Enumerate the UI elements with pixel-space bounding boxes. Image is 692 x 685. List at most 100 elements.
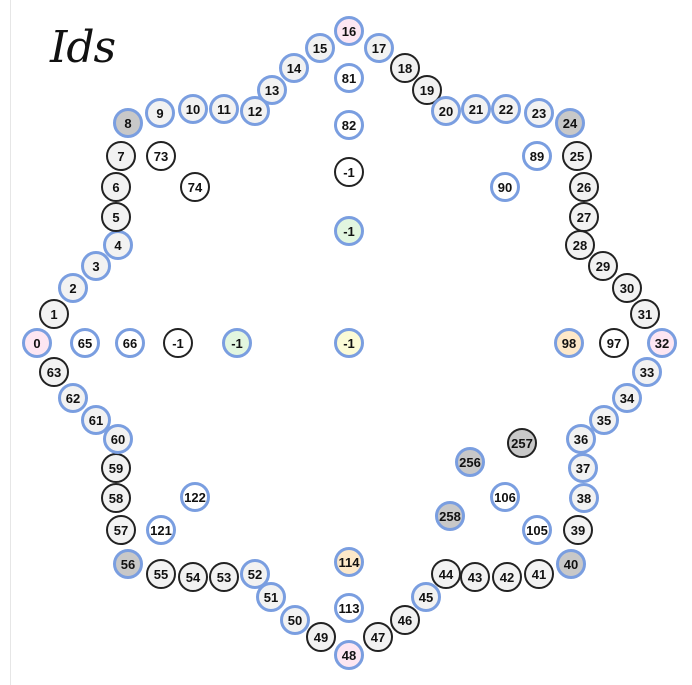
- node-label: 0: [33, 335, 41, 351]
- node-circle: 113: [334, 593, 364, 623]
- node-label: 48: [341, 647, 357, 663]
- node-circle: 48: [334, 640, 364, 670]
- node-circle: 22: [491, 94, 521, 124]
- node-label: 43: [467, 569, 483, 585]
- node-label: 59: [108, 460, 124, 476]
- node-label: 98: [561, 335, 577, 351]
- node-label: 18: [397, 60, 413, 76]
- node-label: 16: [341, 23, 357, 39]
- node-label: 10: [185, 101, 201, 117]
- node-circle: 43: [460, 562, 490, 592]
- node-circle: 44: [431, 559, 461, 589]
- node-label: 28: [572, 237, 588, 253]
- node-circle: 65: [70, 328, 100, 358]
- node-circle: 28: [565, 230, 595, 260]
- node-circle: 50: [280, 605, 310, 635]
- node-label: 21: [468, 101, 484, 117]
- node-circle: 58: [101, 483, 131, 513]
- node-label: 62: [65, 390, 81, 406]
- node-circle: 46: [390, 605, 420, 635]
- node-label: 27: [576, 209, 592, 225]
- node-label: 4: [114, 237, 122, 253]
- node-circle: 41: [524, 559, 554, 589]
- node-label: 65: [77, 335, 93, 351]
- node-label: 47: [370, 629, 386, 645]
- node-label: 11: [217, 101, 231, 117]
- node-label: 61: [88, 412, 104, 428]
- node-label: 8: [124, 115, 132, 131]
- node-label: 53: [216, 569, 232, 585]
- node-label: 257: [511, 435, 533, 451]
- node-circle: 14: [279, 53, 309, 83]
- node-label: 49: [313, 629, 329, 645]
- node-circle: 114: [334, 547, 364, 577]
- node-label: 3: [92, 258, 100, 274]
- node-circle: 97: [599, 328, 629, 358]
- node-circle: 0: [22, 328, 52, 358]
- node-circle: 31: [630, 299, 660, 329]
- node-label: 35: [596, 412, 612, 428]
- node-label: 15: [312, 40, 328, 56]
- node-circle: 24: [555, 108, 585, 138]
- node-label: 19: [419, 82, 435, 98]
- node-label: 97: [606, 335, 622, 351]
- node-label: 7: [117, 148, 125, 164]
- node-label: 114: [338, 554, 360, 570]
- node-circle: 52: [240, 559, 270, 589]
- node-circle: 35: [589, 405, 619, 435]
- node-circle: 63: [39, 357, 69, 387]
- node-circle: 8: [113, 108, 143, 138]
- node-label: 45: [418, 589, 434, 605]
- node-label: 42: [499, 569, 515, 585]
- node-label: 38: [576, 490, 592, 506]
- node-circle: 53: [209, 562, 239, 592]
- node-label: 5: [112, 209, 120, 225]
- node-label: 36: [573, 431, 589, 447]
- node-circle: 121: [146, 515, 176, 545]
- node-label: 9: [156, 105, 164, 121]
- node-circle: 23: [524, 98, 554, 128]
- node-label: 6: [112, 179, 120, 195]
- node-circle: 15: [305, 33, 335, 63]
- node-label: 52: [247, 566, 263, 582]
- node-label: 44: [438, 566, 454, 582]
- node-circle: 5: [101, 202, 131, 232]
- node-label: -1: [172, 335, 184, 351]
- node-label: 121: [150, 522, 172, 538]
- node-label: 25: [569, 148, 585, 164]
- node-circle: 21: [461, 94, 491, 124]
- node-label: 37: [575, 460, 591, 476]
- node-circle: 89: [522, 141, 552, 171]
- node-circle: 27: [569, 202, 599, 232]
- node-label: 113: [338, 600, 360, 616]
- node-label: 41: [531, 566, 547, 582]
- node-circle: 54: [178, 562, 208, 592]
- node-circle: 12: [240, 96, 270, 126]
- node-circle: 82: [334, 110, 364, 140]
- node-circle: 105: [522, 515, 552, 545]
- node-circle: 42: [492, 562, 522, 592]
- node-circle: 2: [58, 273, 88, 303]
- node-label: 31: [637, 306, 653, 322]
- node-circle: 81: [334, 63, 364, 93]
- node-circle: 98: [554, 328, 584, 358]
- node-label: 57: [113, 522, 129, 538]
- node-label: 17: [371, 40, 387, 56]
- node-circle: -1: [334, 328, 364, 358]
- node-label: 13: [264, 82, 280, 98]
- node-label: 46: [397, 612, 413, 628]
- node-label: 73: [153, 148, 169, 164]
- node-circle: 18: [390, 53, 420, 83]
- node-circle: -1: [334, 157, 364, 187]
- node-circle: 20: [431, 96, 461, 126]
- node-label: 258: [439, 508, 461, 524]
- node-circle: 33: [632, 357, 662, 387]
- node-label: 12: [247, 103, 263, 119]
- node-circle: 9: [145, 98, 175, 128]
- node-circle: 1: [39, 299, 69, 329]
- node-label: 39: [570, 522, 586, 538]
- node-circle: 6: [101, 172, 131, 202]
- node-circle: 11: [209, 94, 239, 124]
- node-circle: 16: [334, 16, 364, 46]
